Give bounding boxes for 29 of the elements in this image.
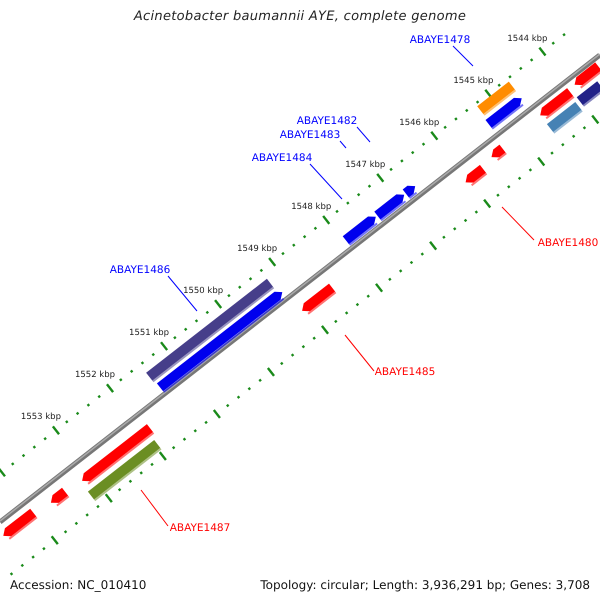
- leader-line: [452, 46, 474, 66]
- tick-label: 1546 kbp: [399, 118, 440, 127]
- gene-label: ABAYE1478: [410, 34, 470, 46]
- leader-line: [344, 334, 374, 372]
- gene-label: ABAYE1484: [252, 152, 312, 164]
- gene-label: ABAYE1487: [170, 522, 230, 534]
- tick-label: 1551 kbp: [129, 328, 170, 338]
- leader-line: [502, 206, 534, 240]
- genome-stats-text: Topology: circular; Length: 3,936,291 bp; Genes: 3,708: [260, 578, 590, 592]
- tick-label: 1550 kbp: [183, 286, 224, 296]
- tick-label: 1552 kbp: [74, 370, 116, 380]
- leader-line: [340, 140, 346, 148]
- gene-label: ABAYE1480: [538, 238, 598, 248]
- gene-label: ABAYE1483: [280, 130, 340, 140]
- gene-label: ABAYE1486: [110, 264, 170, 276]
- tick-label: 1544 kbp: [507, 34, 548, 43]
- tick-label: 1547 kbp: [345, 160, 386, 170]
- gene-label: ABAYE1482: [296, 116, 358, 126]
- accession-text: Accession: NC_010410: [10, 578, 146, 592]
- tick-label: 1548 kbp: [291, 202, 332, 212]
- title: Acinetobacter baumannii AYE, complete genome: [132, 9, 468, 24]
- gene-label: ABAYE1485: [374, 366, 436, 378]
- leader-line: [356, 126, 370, 142]
- leader-line: [168, 276, 198, 312]
- leader-line: [140, 490, 168, 526]
- tick-label: 1549 kbp: [237, 244, 278, 254]
- tick-label: 1545 kbp: [453, 76, 494, 85]
- tick-label: 1553 kbp: [20, 413, 61, 422]
- leader-line: [310, 164, 342, 200]
